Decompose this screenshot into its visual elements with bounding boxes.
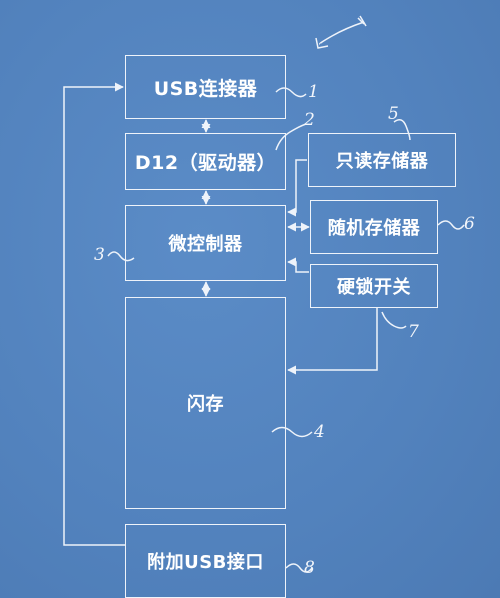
d12-driver-block: D12（驱动器）: [125, 133, 286, 190]
pointer-arrow-head: [315, 37, 329, 49]
flash-memory-block: 闪存: [125, 297, 286, 509]
extra-usb-port-label: 附加USB接口: [147, 552, 264, 573]
link-rom-to-mcu: [287, 159, 307, 217]
rom-label: 只读存储器: [335, 151, 429, 172]
ref-number-7: 7: [408, 322, 419, 342]
usb-connector-block: USB连接器: [125, 55, 286, 119]
ram-label: 随机存储器: [327, 218, 421, 239]
leader-6: [437, 220, 465, 230]
microcontroller-block: 微控制器: [125, 205, 286, 281]
leader-4: [271, 426, 313, 438]
link-extra-usb-to-usb: [63, 82, 125, 546]
link-switch-to-flash: [287, 308, 378, 375]
microcontroller-label: 微控制器: [168, 234, 243, 255]
leader-3: [107, 251, 135, 262]
ref-number-3: 3: [94, 245, 105, 265]
link-switch-to-mcu: [287, 257, 309, 273]
ref-number-2: 2: [304, 110, 315, 130]
ref-number-8: 8: [304, 558, 315, 578]
d12-driver-label: D12（驱动器）: [134, 152, 277, 174]
extra-usb-port-block: 附加USB接口: [125, 524, 286, 598]
leader-1: [275, 87, 307, 98]
leader-5: [393, 119, 411, 141]
hard-lock-switch-label: 硬锁开关: [337, 277, 411, 298]
ref-number-1: 1: [308, 82, 319, 102]
ref-number-5: 5: [388, 104, 399, 124]
hard-lock-switch-block: 硬锁开关: [310, 264, 438, 308]
flash-memory-label: 闪存: [187, 394, 224, 415]
ref-number-6: 6: [464, 214, 475, 234]
rom-block: 只读存储器: [308, 133, 456, 187]
ram-block: 随机存储器: [310, 200, 438, 254]
leader-7: [381, 311, 407, 329]
ref-number-4: 4: [314, 422, 325, 442]
leader-8: [285, 563, 313, 573]
leader-2: [275, 123, 307, 151]
usb-connector-label: USB连接器: [153, 77, 258, 100]
pointer-scribble: [357, 15, 367, 27]
pointer-arrow-shaft: [319, 21, 365, 45]
